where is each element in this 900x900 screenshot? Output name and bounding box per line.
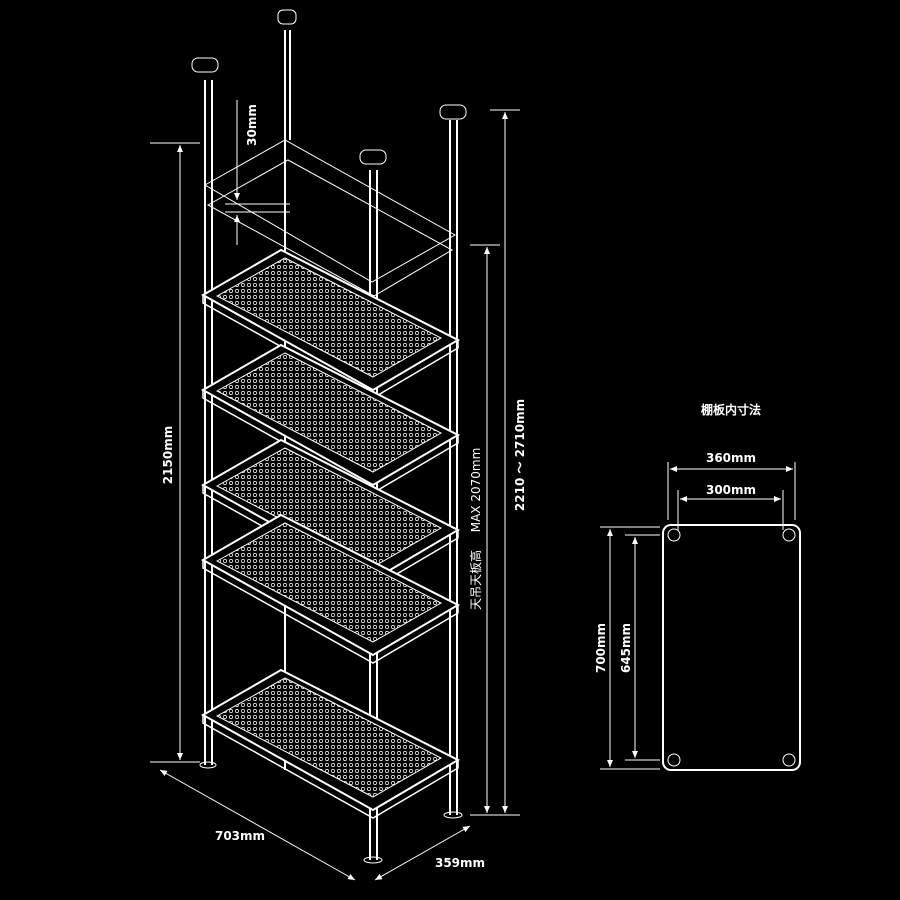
shelves [200, 248, 461, 819]
shelf-3 [200, 438, 461, 589]
label-width: 703mm [215, 829, 265, 843]
label-max-caption: 天吊天板高 [468, 550, 483, 610]
label-max-value: MAX 2070mm [469, 448, 483, 533]
label-total-height: 2150mm [161, 426, 175, 484]
dim-line-width [159, 769, 356, 881]
ceiling-pad-front-left [191, 57, 219, 73]
dimension-lines [150, 100, 520, 881]
plan-title: 棚板内寸法 [701, 402, 761, 417]
dim-line-depth [374, 825, 471, 881]
shelf-4 [200, 513, 461, 664]
shelf-plan-view: 棚板内寸法 360mm 300mm 700mm 645mm [594, 402, 801, 771]
top-frame [203, 139, 457, 297]
plan-inner-width: 300mm [706, 483, 756, 497]
plan-outer-width: 360mm [706, 451, 756, 465]
ceiling-pad-back-left [277, 9, 297, 25]
label-top-gap: 30mm [245, 104, 259, 146]
ceiling-pad-front-right [359, 149, 387, 165]
label-depth: 359mm [435, 856, 485, 870]
shelf-5 [200, 668, 461, 819]
plan-inner-length: 645mm [619, 623, 633, 673]
shelf-1 [200, 248, 461, 399]
label-adjust-range: 2210 ～ 2710mm [513, 399, 527, 511]
plan-shelf-outline [662, 524, 801, 771]
plan-outer-length: 700mm [594, 623, 608, 673]
ceiling-pad-back-right [439, 104, 467, 120]
